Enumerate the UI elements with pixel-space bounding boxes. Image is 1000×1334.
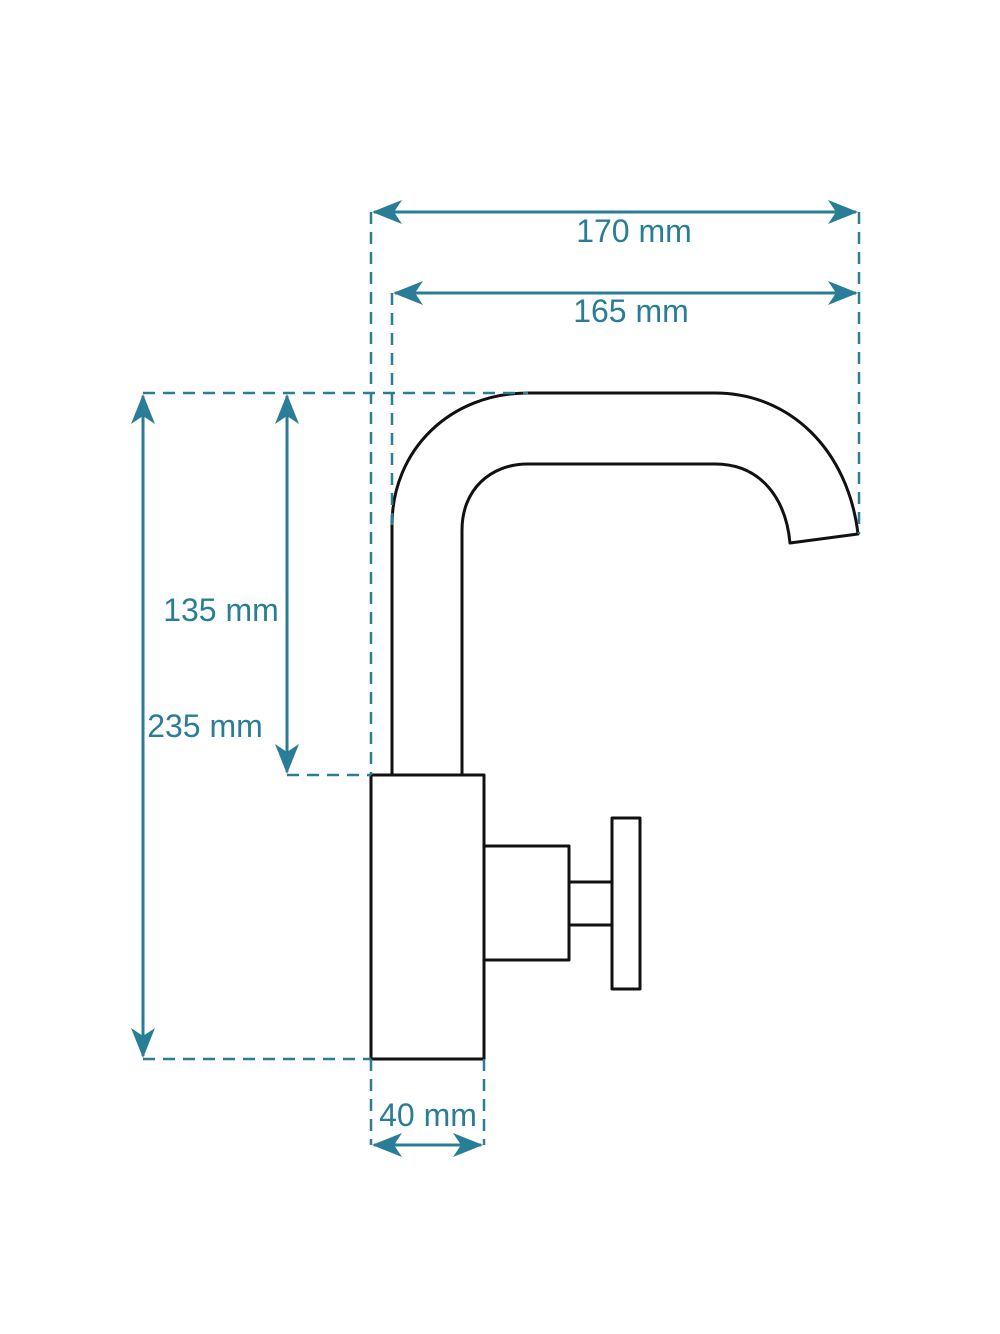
arrowhead-170-right [828,200,858,224]
arrowhead-170-left [372,200,402,224]
handle-connector [482,844,571,962]
label-total-height: 235 mm [147,708,263,744]
label-spout-height: 135 mm [163,592,279,628]
extension-lines [143,212,861,1145]
dimension-lines [141,210,856,1147]
dimension-arrowheads [131,200,858,1157]
arrowhead-135-top [275,394,299,424]
faucet-drawing [369,391,860,1061]
faucet-base [369,773,486,1061]
arrowhead-40-right [453,1133,483,1157]
label-spout-reach: 165 mm [573,293,689,329]
arrowhead-165-left [393,281,423,305]
dimension-labels: 170 mm 165 mm 135 mm 235 mm 40 mm [147,213,692,1133]
faucet-spout [390,391,860,775]
arrowhead-235-top [131,394,155,424]
handle-lever [610,816,642,991]
handle-stem [567,880,614,927]
arrowhead-235-bottom [131,1028,155,1058]
label-overall-reach: 170 mm [576,213,692,249]
arrowhead-135-bottom [275,744,299,774]
label-base-width: 40 mm [379,1097,477,1133]
arrowhead-165-right [828,281,858,305]
arrowhead-40-left [372,1133,402,1157]
